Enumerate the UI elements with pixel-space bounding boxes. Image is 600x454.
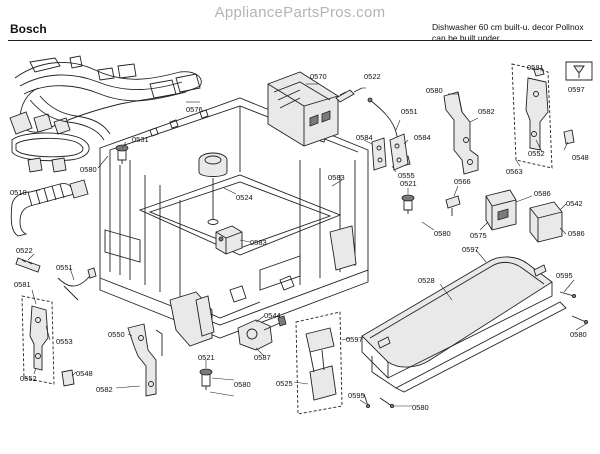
label-0580-lower[interactable]: 0580	[234, 380, 251, 389]
pump-motor-0544[interactable]	[237, 315, 287, 351]
label-0587[interactable]: 0587	[254, 353, 271, 362]
brand-name: Bosch	[10, 22, 47, 36]
clip-0548-left[interactable]	[61, 369, 75, 387]
label-0580-mid[interactable]: 0580	[434, 229, 451, 238]
description-line-2: can be built under	[432, 33, 500, 43]
cover-0586[interactable]	[485, 189, 517, 231]
clip-0548-right[interactable]	[563, 129, 575, 145]
label-0531[interactable]: 0531	[132, 135, 149, 144]
leader-lines	[27, 69, 587, 407]
float-assembly[interactable]	[198, 152, 228, 225]
watermark: AppliancePartsPros.com	[214, 4, 386, 21]
label-0597-lower[interactable]: 0597	[346, 335, 363, 344]
label-0580-left[interactable]: 0580	[80, 165, 97, 174]
label-0580-top[interactable]: 0580	[426, 86, 443, 95]
label-0521-lower[interactable]: 0521	[198, 353, 215, 362]
label-0580-bottom[interactable]: 0580	[412, 403, 429, 412]
label-0553[interactable]: 0553	[56, 337, 73, 346]
base-frame[interactable]	[99, 97, 369, 347]
hinge-bracket-left[interactable]	[371, 137, 387, 171]
header-rule	[8, 40, 592, 41]
label-0551-lower[interactable]: 0551	[56, 263, 73, 272]
label-0576[interactable]: 0576	[186, 105, 203, 114]
wire-connector-lower[interactable]	[57, 267, 97, 301]
float-switch-tub[interactable]	[215, 225, 243, 255]
label-0595-lower[interactable]: 0595	[348, 391, 365, 400]
clip-0566[interactable]	[445, 195, 461, 216]
sensor-rod-lower[interactable]	[15, 257, 41, 273]
label-0550[interactable]: 0550	[108, 330, 125, 339]
label-0522-lower[interactable]: 0522	[16, 246, 33, 255]
leveling-foot-top[interactable]	[565, 61, 593, 81]
screw-0521-lower[interactable]	[199, 368, 213, 390]
description-line-1: Dishwasher 60 cm built-u. decor Pollnox	[432, 22, 584, 32]
label-0548-right[interactable]: 0548	[572, 153, 589, 162]
label-0552-right[interactable]: 0552	[528, 149, 545, 158]
label-0583-right[interactable]: 0583	[328, 173, 345, 182]
wire-harness[interactable]	[9, 55, 202, 141]
label-0525[interactable]: 0525	[276, 379, 293, 388]
label-0597-mid[interactable]: 0597	[462, 245, 479, 254]
label-0542[interactable]: 0542	[566, 199, 583, 208]
label-0575[interactable]: 0575	[470, 231, 487, 240]
model-description: Dishwasher 60 cm built-u. decor Pollnox …	[432, 22, 584, 44]
label-0522-top[interactable]: 0522	[364, 72, 381, 81]
hinge-arm-center[interactable]	[443, 91, 479, 175]
label-0551-top[interactable]: 0551	[401, 107, 418, 116]
label-0528[interactable]: 0528	[418, 276, 435, 285]
screws-kick-plate[interactable]	[363, 291, 589, 408]
label-0555[interactable]: 0555	[398, 171, 415, 180]
label-0597-top[interactable]: 0597	[568, 85, 585, 94]
label-0544[interactable]: 0544	[264, 311, 281, 320]
label-0581-top[interactable]: 0581	[527, 63, 544, 72]
label-0582-lower[interactable]: 0582	[96, 385, 113, 394]
label-0563[interactable]: 0563	[506, 167, 523, 176]
kick-plate[interactable]	[361, 256, 567, 393]
screw-0521-right[interactable]	[401, 194, 415, 214]
label-0584-left[interactable]: 0584	[356, 133, 373, 142]
label-0595-right[interactable]: 0595	[556, 271, 573, 280]
sensor-rod-top[interactable]	[335, 87, 363, 103]
label-0586-bottom[interactable]: 0586	[568, 229, 585, 238]
label-0521-right[interactable]: 0521	[400, 179, 417, 188]
hinge-assembly-left[interactable]	[21, 295, 55, 385]
cap-0542[interactable]	[529, 201, 563, 243]
label-0580-right[interactable]: 0580	[570, 330, 587, 339]
label-0552-lower[interactable]: 0552	[20, 374, 37, 383]
part-labels: 0570 0522 0580 0581 0597 0576 0551 0582 …	[10, 63, 589, 412]
wire-loop[interactable]	[11, 132, 90, 173]
control-module[interactable]	[267, 71, 339, 147]
label-0584-right[interactable]: 0584	[414, 133, 431, 142]
drain-hose[interactable]	[10, 179, 89, 237]
hinge-bracket-right[interactable]	[389, 133, 409, 171]
hinge-assembly-right[interactable]	[511, 63, 553, 169]
label-0510[interactable]: 0510	[10, 188, 27, 197]
label-0566[interactable]: 0566	[454, 177, 471, 186]
label-0548-lower[interactable]: 0548	[76, 369, 93, 378]
label-0586-top[interactable]: 0586	[534, 189, 551, 198]
label-0524[interactable]: 0524	[236, 193, 253, 202]
label-0582-top[interactable]: 0582	[478, 107, 495, 116]
module-0525[interactable]	[295, 311, 343, 415]
label-0570[interactable]: 0570	[310, 72, 327, 81]
label-0581-lower[interactable]: 0581	[14, 280, 31, 289]
label-0583-center[interactable]: 0583	[250, 238, 267, 247]
hinge-arm-lower[interactable]	[127, 323, 163, 397]
